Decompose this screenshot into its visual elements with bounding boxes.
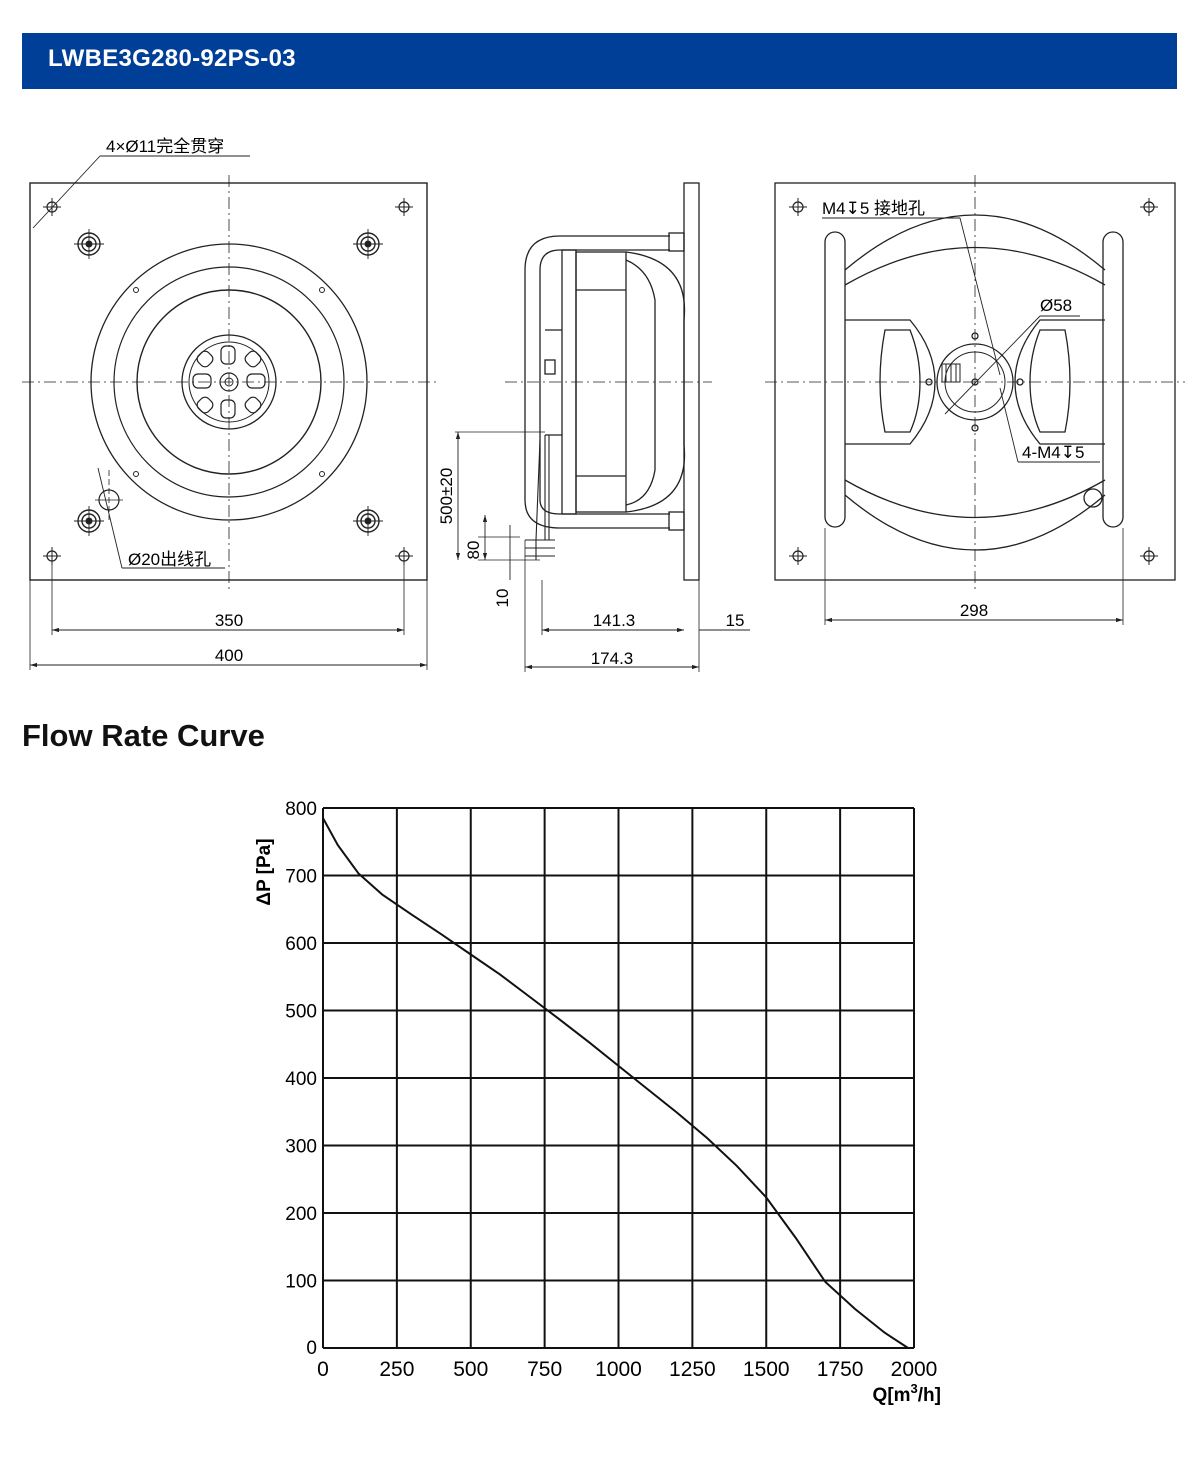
y-tick-label: 400 (285, 1069, 317, 1090)
model-title-bar: LWBE3G280-92PS-03 (22, 33, 1177, 89)
side-view-labels: 500±20 80 10 141.3 15 174.3 (437, 468, 744, 668)
dim-298: 298 (960, 601, 988, 620)
chart-grid (322, 807, 915, 1349)
dim-141: 141.3 (593, 611, 636, 630)
y-tick-label: 500 (285, 1002, 317, 1023)
x-tick-label: 1000 (595, 1358, 642, 1381)
x-tick-label: 1250 (669, 1358, 716, 1381)
y-tick-label: 200 (285, 1204, 317, 1225)
model-title: LWBE3G280-92PS-03 (48, 45, 296, 72)
y-axis-label: ΔP [Pa] (254, 838, 275, 905)
y-tick-label: 800 (285, 799, 317, 820)
y-tick-label: 600 (285, 934, 317, 955)
x-tick-label: 0 (317, 1358, 329, 1381)
thread-hole-label: 4-M4↧5 (1022, 443, 1084, 462)
dimension-drawing: 4×Ø11完全贯穿 Ø20出线孔 350 400 (22, 137, 1185, 672)
x-tick-label: 250 (379, 1358, 414, 1381)
x-tick-labels: 0 250 500 750 1000 1250 1500 1750 2000 (317, 1358, 937, 1381)
flow-curve-line (322, 817, 909, 1349)
rear-view-labels: M4↧5 接地孔 Ø58 4-M4↧5 298 (822, 199, 1084, 620)
y-tick-label: 300 (285, 1137, 317, 1158)
cable-hole-label: Ø20出线孔 (128, 550, 211, 569)
dim-174: 174.3 (591, 649, 634, 668)
dim-400: 400 (215, 646, 243, 665)
rear-view (765, 175, 1185, 625)
dim-80: 80 (464, 541, 483, 560)
section-title: Flow Rate Curve (22, 718, 265, 753)
dim-350: 350 (215, 611, 243, 630)
y-tick-labels: 0 100 200 300 400 500 600 700 800 (285, 799, 317, 1359)
front-view: 4×Ø11完全贯穿 Ø20出线孔 350 400 (22, 137, 440, 670)
x-tick-label: 1750 (817, 1358, 864, 1381)
holes-label: 4×Ø11完全贯穿 (106, 137, 224, 156)
ground-hole-label: M4↧5 接地孔 (822, 199, 925, 218)
dim-cable-length: 500±20 (437, 468, 456, 525)
dim-15: 15 (726, 611, 745, 630)
x-tick-label: 500 (453, 1358, 488, 1381)
x-tick-label: 750 (527, 1358, 562, 1381)
x-axis-label: Q[m3/h] (873, 1381, 941, 1406)
x-tick-label: 2000 (891, 1358, 938, 1381)
side-view (455, 182, 750, 672)
y-tick-label: 0 (306, 1338, 317, 1359)
hub-diameter-label: Ø58 (1040, 296, 1072, 315)
flow-rate-chart: 0 250 500 750 1000 1250 1500 1750 2000 0 100 200 30… (254, 799, 941, 1406)
dim-10: 10 (493, 589, 512, 608)
x-tick-label: 1500 (743, 1358, 790, 1381)
y-tick-label: 700 (285, 867, 317, 888)
y-tick-label: 100 (285, 1272, 317, 1293)
